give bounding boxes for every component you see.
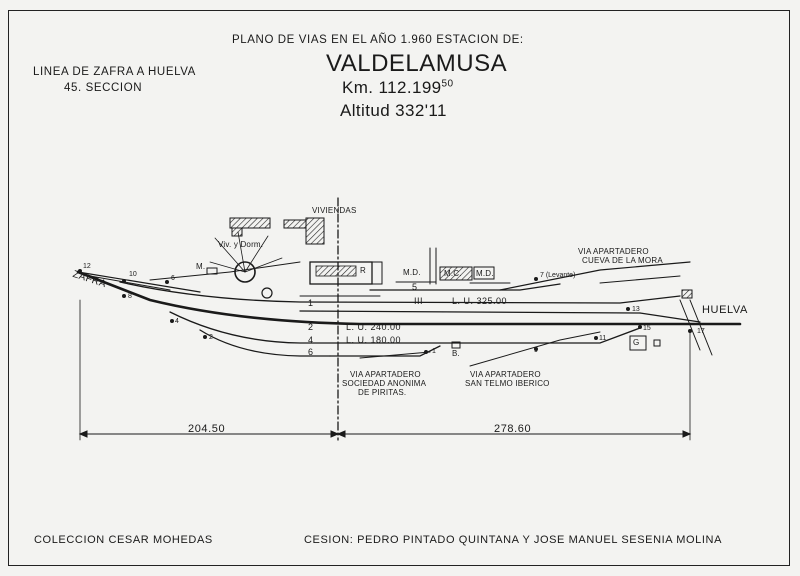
track-number-6: 6 — [308, 347, 314, 357]
left-fan-track-c — [149, 271, 231, 281]
label-b: B. — [452, 349, 460, 358]
huelva-side-hut — [681, 289, 693, 299]
turntable — [234, 261, 256, 283]
km-marker: Km. 112.19950 — [342, 78, 453, 98]
turntable-rays — [209, 231, 283, 273]
dimension-arrow-mid-left — [330, 430, 340, 438]
switch-13: 13 — [632, 306, 640, 313]
distance-right: 278.60 — [494, 423, 532, 435]
telmo-siding-line2: SAN TELMO IBERICO — [465, 379, 550, 388]
viviendas-building — [305, 217, 325, 245]
switch-15: 15 — [643, 325, 651, 332]
station-building-hatch — [315, 265, 357, 277]
g-building — [629, 335, 647, 351]
switch-17: 17 — [697, 328, 705, 335]
viv-dorm-annex — [231, 227, 243, 237]
turntable-spur — [229, 261, 301, 273]
piritas-siding-line3: DE PIRITAS. — [358, 388, 407, 397]
track-6 — [199, 329, 331, 357]
label-viviendas: VIVIENDAS — [312, 206, 357, 215]
mc-building — [439, 266, 473, 281]
label-md-2: M.D. — [476, 269, 494, 278]
label-r: R — [360, 266, 366, 275]
station-name: VALDELAMUSA — [326, 50, 508, 77]
dimension-arrow-right — [682, 430, 692, 438]
footer-collection: COLECCION CESAR MOHEDAS — [34, 534, 213, 546]
huelva-side-hut-2 — [653, 339, 661, 347]
section-label: 45. SECCION — [64, 82, 143, 94]
switch-6: 6 — [171, 275, 175, 282]
altitude: Altitud 332'11 — [340, 101, 447, 120]
switch-12: 12 — [83, 263, 91, 270]
track-number-4: 4 — [308, 335, 314, 345]
direction-huelva: HUELVA — [702, 304, 748, 316]
piritas-siding-track — [359, 351, 431, 359]
track-4 — [169, 311, 641, 344]
track-number-1: 1 — [308, 298, 314, 308]
md-building — [473, 266, 495, 280]
left-fan-track-a — [77, 271, 201, 293]
line-name: LINEA DE ZAFRA A HUELVA — [33, 66, 196, 78]
switch-4: 4 — [175, 318, 179, 325]
track-length-III: L. U. 325.00 — [452, 296, 508, 306]
km-label: Km. 112.199 — [342, 78, 442, 97]
label-md-1: M.D. — [403, 268, 421, 277]
km-superscript: 50 — [441, 78, 454, 90]
switch-9: 9 — [534, 347, 538, 354]
switch-2: 2 — [209, 334, 213, 341]
m-hut — [206, 267, 218, 275]
switch-11: 11 — [599, 335, 607, 342]
piritas-siding-line1: VIA APARTADERO — [350, 370, 421, 379]
track-number-2: 2 — [308, 322, 314, 332]
cueva-siding-line2: CUEVA DE LA MORA — [582, 256, 663, 265]
track-length-4: L. U. 180.00 — [346, 335, 402, 345]
label-mc: M.C. — [444, 269, 462, 278]
switch-8: 8 — [128, 293, 132, 300]
left-fan-track-b — [89, 275, 171, 291]
cueva-siding-branch — [599, 275, 681, 284]
track-6-extension — [329, 345, 441, 357]
cueva-siding-track — [499, 261, 691, 291]
telmo-siding-track — [469, 331, 601, 367]
track-number-III: III — [414, 296, 424, 306]
switch-7-levante: 7 (Levante) — [540, 272, 576, 279]
track-5 — [369, 283, 561, 291]
switch-10: 10 — [129, 271, 137, 278]
main-line-track — [76, 270, 742, 326]
cueva-siding-line1: VIA APARTADERO — [578, 247, 649, 256]
water-tank — [261, 287, 273, 299]
viviendas-annex — [283, 219, 307, 229]
label-m: M. — [196, 262, 206, 271]
dimension-arrow-mid-right — [336, 430, 346, 438]
switch-dots — [78, 269, 692, 354]
track-length-2: L. U. 240.00 — [346, 322, 402, 332]
sheet-border — [8, 10, 790, 566]
switch-1: 1 — [432, 348, 436, 355]
label-viv-dorm: Viv. y Dorm. — [218, 240, 264, 249]
viv-dorm-building — [229, 217, 271, 229]
distance-left: 204.50 — [188, 423, 226, 435]
track-number-5: 5 — [412, 282, 418, 292]
track-III — [119, 281, 681, 304]
warehouse-building — [371, 261, 383, 285]
right-end-track-b — [679, 299, 701, 351]
plan-title: PLANO DE VIAS EN EL AÑO 1.960 ESTACION D… — [232, 34, 524, 46]
right-end-track-c — [689, 299, 713, 356]
dimension-arrow-left — [78, 430, 88, 438]
b-hut — [451, 341, 461, 349]
label-g: G — [633, 338, 640, 347]
piritas-siding-line2: SOCIEDAD ANONIMA — [342, 379, 427, 388]
track-1 — [299, 310, 641, 314]
telmo-siding-line1: VIA APARTADERO — [470, 370, 541, 379]
footer-credit: CESION: PEDRO PINTADO QUINTANA Y JOSE MA… — [304, 534, 723, 546]
right-end-track-a — [639, 312, 701, 323]
